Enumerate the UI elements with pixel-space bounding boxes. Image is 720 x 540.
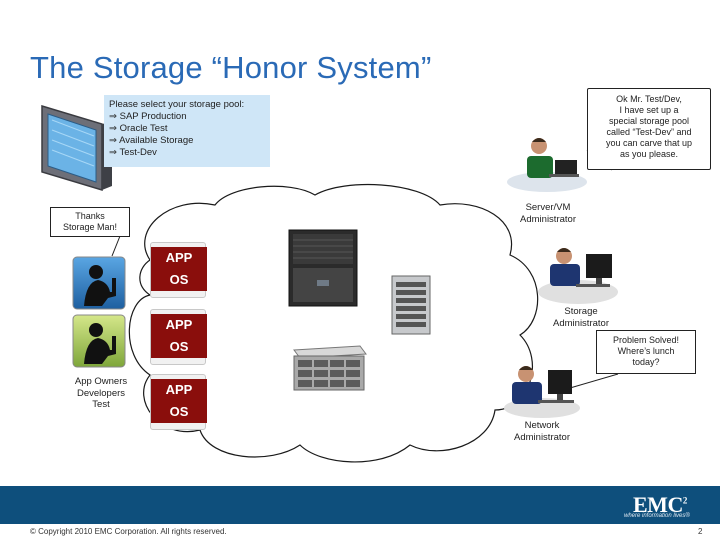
server-admin-person-icon — [507, 138, 587, 192]
pool-option-label: Available Storage — [119, 135, 194, 146]
emc-logo: EMC2 — [633, 492, 687, 517]
blade-server-icon — [293, 345, 367, 391]
footer-strip — [0, 524, 720, 540]
callout-line: Where’s lunch — [617, 346, 675, 356]
cloud-diagram — [88, 149, 619, 463]
computer-monitor-icon — [41, 104, 112, 192]
slide-title: The Storage “Honor System” — [30, 50, 432, 85]
network-admin-label: Network Administrator — [514, 420, 570, 443]
pool-option-label: Oracle Test — [119, 123, 168, 134]
problem-solved-callout: Problem Solved! Where’s lunch today? — [596, 330, 696, 374]
app-os-stack: APP OS — [150, 309, 207, 365]
app-owner-silhouette-icon — [72, 314, 126, 368]
callout-line: Problem Solved! — [612, 335, 680, 345]
os-label: OS — [151, 401, 207, 423]
arrow-icon: ⇒ — [109, 147, 117, 158]
app-label: APP — [151, 379, 207, 401]
os-label: OS — [151, 269, 207, 291]
callout-line: Thanks — [75, 211, 105, 221]
app-owner-silhouette-icon — [72, 256, 126, 310]
app-label: APP — [151, 314, 207, 336]
pool-option-label: SAP Production — [119, 111, 187, 122]
emc-tagline: where information lives® — [624, 513, 690, 519]
cloud-outline — [128, 183, 539, 463]
thanks-callout: Thanks Storage Man! — [50, 207, 130, 237]
page-number: 2 — [698, 527, 703, 536]
arrow-icon: ⇒ — [109, 135, 117, 146]
pool-option-label: Test-Dev — [119, 147, 157, 158]
app-os-stack: APP OS — [150, 242, 207, 298]
prompt-heading: Please select your storage pool: — [109, 99, 245, 110]
callout-line: I have set up a — [619, 105, 679, 115]
pool-option: ⇒ Available Storage — [109, 135, 265, 147]
callout-line: special storage pool — [608, 116, 690, 126]
pool-option: ⇒ SAP Production — [109, 111, 265, 123]
callout-line: today? — [632, 357, 660, 367]
problem-callout-tail — [569, 373, 619, 389]
callout-line: called “Test-Dev” and — [606, 127, 692, 137]
callout-line: you can carve that up — [605, 138, 693, 148]
storage-admin-person-icon — [538, 248, 618, 304]
app-label: APP — [151, 247, 207, 269]
server-vm-admin-label: Server/VM Administrator — [520, 202, 576, 225]
thanks-callout-tail — [111, 235, 121, 257]
arrow-icon: ⇒ — [109, 123, 117, 134]
callout-line: Ok Mr. Test/Dev, — [616, 94, 682, 104]
storage-admin-label: Storage Administrator — [553, 306, 609, 329]
admin-reply-callout: Ok Mr. Test/Dev, I have set up a special… — [587, 88, 711, 170]
app-owners-label: App Owners Developers Test — [74, 376, 128, 410]
app-os-stack: APP OS — [150, 374, 207, 430]
pool-option: ⇒ Test-Dev — [109, 147, 265, 159]
copyright-text: © Copyright 2010 EMC Corporation. All ri… — [30, 527, 227, 536]
network-admin-person-icon — [504, 366, 580, 418]
network-switch-icon — [391, 275, 431, 335]
os-label: OS — [151, 336, 207, 358]
storage-array-icon — [288, 229, 358, 307]
storage-pool-prompt: Please select your storage pool: ⇒ SAP P… — [104, 95, 270, 167]
pool-option: ⇒ Oracle Test — [109, 123, 265, 135]
arrow-icon: ⇒ — [109, 111, 117, 122]
callout-line: Storage Man! — [62, 222, 118, 232]
callout-line: as you please. — [619, 149, 679, 159]
